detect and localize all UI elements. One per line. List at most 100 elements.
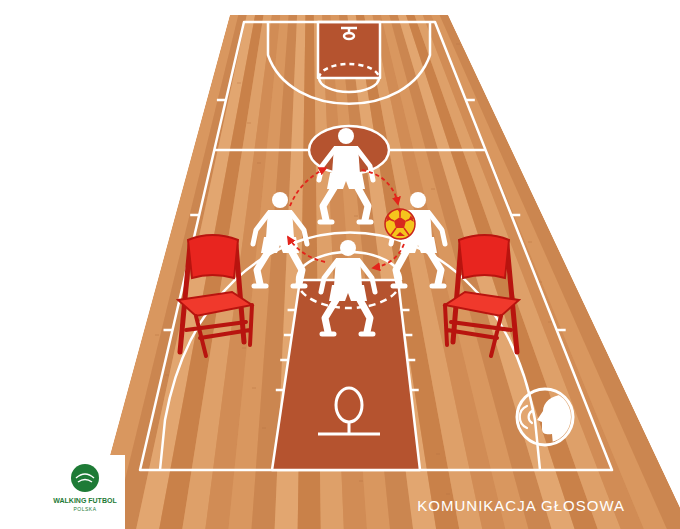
sideline-tick: [190, 214, 199, 217]
plank-joint: [237, 83, 241, 84]
chair-left: [178, 235, 252, 356]
hoop: [336, 388, 362, 422]
plank-joint: [242, 348, 246, 349]
player-legs: [396, 252, 441, 284]
plank-joint: [140, 30, 144, 31]
plank-joint: [155, 335, 159, 336]
sideline-tick: [217, 99, 226, 102]
chair-front-leg: [445, 305, 511, 356]
ball-patches: [386, 209, 414, 236]
logo-text: WALKING FUTBOL: [45, 497, 125, 504]
plank-joint: [456, 44, 460, 45]
speaking-head: [537, 395, 572, 445]
player-shoes: [320, 220, 371, 225]
player-shoes: [254, 284, 305, 289]
sideline-tick: [557, 329, 566, 332]
player-head: [410, 192, 426, 208]
lane-tick: [401, 309, 409, 312]
plank-joint: [553, 97, 557, 98]
backboard: [318, 422, 380, 434]
wood-plank: [414, 15, 620, 529]
sideline-tick: [466, 99, 475, 102]
caption-text: KOMUNIKACJA GŁOSOWA: [417, 497, 625, 514]
bottom-key: [272, 280, 420, 470]
player-shoes: [322, 332, 373, 337]
sideline-tick: [164, 329, 173, 332]
logo-panel: [45, 455, 125, 529]
pass-arrow: [373, 244, 404, 268]
sideline-tick: [511, 214, 520, 217]
lane-tick: [411, 389, 419, 392]
logo: [45, 455, 125, 529]
ball-pentagon: [394, 217, 406, 228]
ball: [385, 209, 415, 239]
player-silhouette: [319, 128, 373, 222]
top-hoop: [344, 33, 354, 39]
lane-tick: [280, 359, 288, 362]
lane-tick: [288, 309, 296, 312]
chair-seat: [445, 292, 519, 316]
player-head: [338, 128, 354, 144]
chair-back: [188, 235, 238, 278]
player-legs: [325, 300, 370, 332]
player-silhouette: [321, 240, 375, 334]
chair-right: [445, 235, 519, 356]
ball-body: [385, 209, 415, 239]
chair-front-leg: [186, 305, 252, 356]
top-three-point-arc: [268, 22, 430, 104]
wood-plank: [431, 15, 667, 529]
player-head: [340, 240, 356, 256]
plank-joint: [359, 481, 363, 482]
logo-circle: [71, 464, 99, 492]
three-point-arc: [160, 233, 540, 471]
plank-joint: [247, 123, 251, 124]
plank-joint: [528, 242, 532, 243]
wood-plank: [440, 15, 680, 529]
player-arms: [319, 149, 373, 180]
chair-back: [459, 235, 509, 278]
court-boundary: [140, 22, 612, 470]
pass-arrow: [362, 170, 398, 204]
wood-floor: [90, 15, 680, 529]
top-free-throw-arc: [319, 78, 379, 92]
floor-base: [90, 15, 680, 529]
plank-joint: [431, 189, 435, 190]
plank-joint: [165, 375, 169, 376]
plank-joint: [257, 163, 261, 164]
pass-arrow: [288, 237, 325, 262]
pass-arrow: [290, 168, 326, 206]
lane-tick: [276, 389, 284, 392]
logo-mark: [76, 474, 94, 482]
player-legs: [257, 252, 302, 284]
chair-seat: [178, 292, 252, 316]
icon-ring: [517, 389, 573, 445]
top-key: [318, 22, 380, 78]
plank-joint: [160, 110, 164, 111]
player-shoes: [393, 284, 444, 289]
lane-tick: [404, 334, 412, 337]
plank-joint: [446, 494, 450, 495]
player-silhouette: [253, 192, 307, 286]
sound-waves: [520, 406, 532, 428]
player-legs: [323, 188, 368, 220]
voice-icon: [517, 389, 573, 445]
plank-joint: [145, 295, 149, 296]
player-head: [272, 192, 288, 208]
lane-tick: [407, 359, 415, 362]
top-free-throw-arc-dashed: [319, 64, 379, 78]
plank-joint: [252, 388, 256, 389]
plank-joint: [354, 216, 358, 217]
plank-joint: [543, 57, 547, 58]
court-lines: [140, 22, 612, 470]
player-arms: [321, 261, 375, 292]
logo-text: POLSKA: [45, 506, 125, 512]
plank-joint: [548, 322, 552, 323]
player-arms: [253, 213, 307, 244]
plank-joint: [436, 454, 440, 455]
plank-joint: [262, 428, 266, 429]
lane-tick: [284, 334, 292, 337]
ball-seams: [387, 210, 413, 235]
plank-joint: [150, 70, 154, 71]
